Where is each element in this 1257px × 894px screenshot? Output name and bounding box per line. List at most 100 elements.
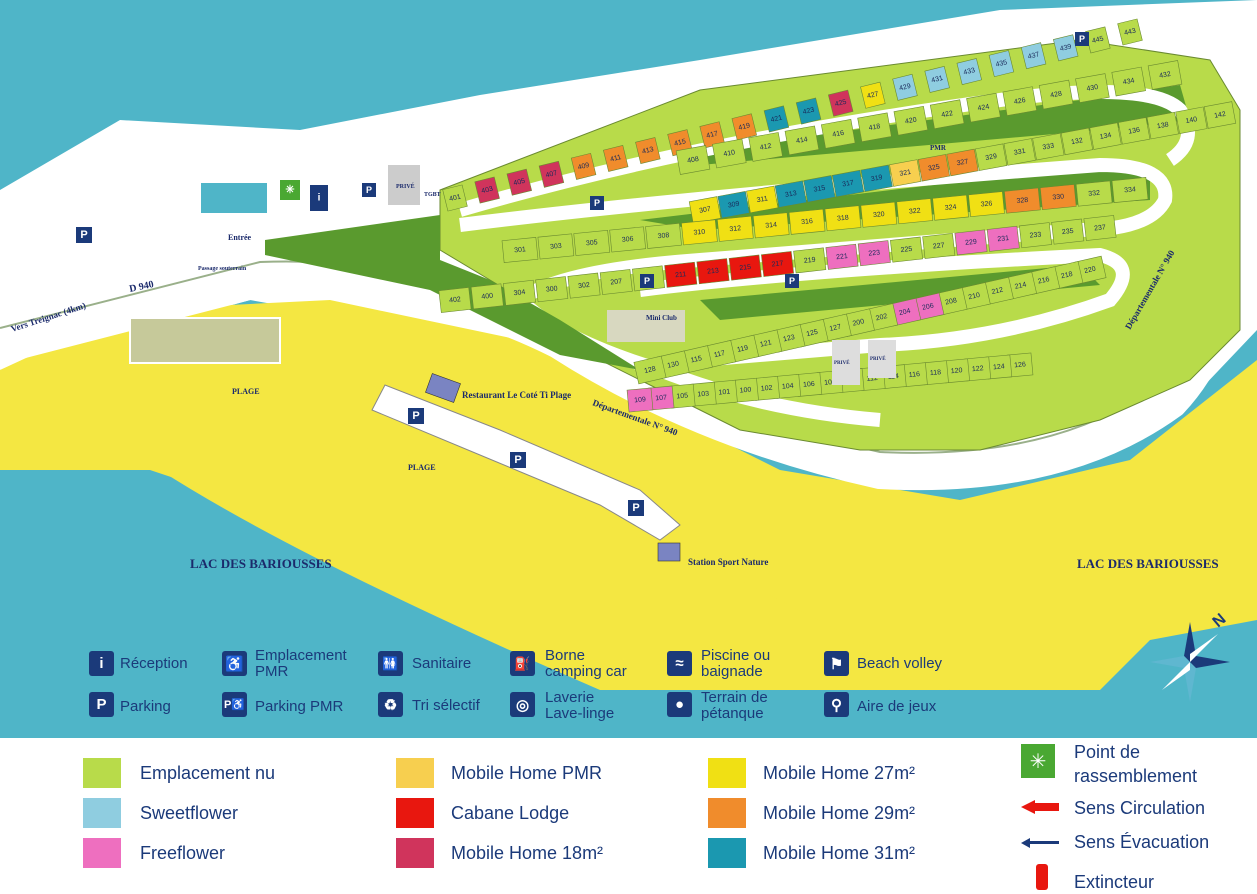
plot-cell <box>1003 138 1036 166</box>
plot-cell <box>793 247 827 274</box>
camping-car-icon: ⛽ <box>510 651 535 676</box>
plot-cell <box>664 261 698 288</box>
legend-petanque: Terrain de pétanque <box>701 689 768 722</box>
plot-cell <box>860 201 898 228</box>
plot-number: 124 <box>993 363 1005 371</box>
plot-229: 229 <box>954 229 988 256</box>
entrance-label: Entrée <box>228 233 252 242</box>
legend-beach-volley: Beach volley <box>857 655 943 672</box>
plot-413: 413 <box>635 137 661 165</box>
plot-cell <box>1083 215 1117 241</box>
plot-cell <box>635 137 661 165</box>
legend-piscine: Piscine ou baignade <box>701 647 771 680</box>
plot-number: 417 <box>706 130 719 140</box>
svg-text:P: P <box>1079 34 1085 44</box>
plot-number: 325 <box>928 164 941 173</box>
plot-cell <box>974 143 1008 171</box>
plot-number: 334 <box>1124 186 1136 194</box>
plot-number: 118 <box>930 369 942 377</box>
plot-number: 328 <box>1016 197 1028 205</box>
plot-number: 320 <box>873 211 885 219</box>
plot-cell <box>896 198 934 225</box>
plot-314: 314 <box>752 212 790 239</box>
plot-425: 425 <box>828 89 854 117</box>
plot-136: 136 <box>1118 117 1151 145</box>
plot-332: 332 <box>1075 180 1113 207</box>
plot-number: 424 <box>977 104 990 113</box>
underpass-label: Passage souterrain <box>198 266 247 272</box>
plot-cell <box>717 191 750 219</box>
plot-number: 206 <box>921 302 934 311</box>
plot-cell <box>795 97 822 125</box>
plot-cell <box>820 119 856 149</box>
plot-221: 221 <box>825 243 859 270</box>
swatch-mobile-home-18 <box>396 838 434 868</box>
plot-number: 233 <box>1029 231 1041 239</box>
internal-road-3 <box>639 247 1130 367</box>
plot-123: 123 <box>772 324 806 353</box>
plot-cell <box>1075 73 1110 103</box>
plot-number: 400 <box>481 293 493 301</box>
plot-414: 414 <box>784 125 820 156</box>
plot-number: 410 <box>723 149 736 158</box>
plot-220: 220 <box>1073 255 1107 285</box>
plot-400: 400 <box>470 283 504 310</box>
plot-307: 307 <box>688 196 722 224</box>
swatch-sweetflower <box>83 798 121 828</box>
plot-422: 422 <box>929 99 965 130</box>
plot-435: 435 <box>988 50 1015 78</box>
plot-cell <box>645 222 682 249</box>
plot-402: 402 <box>438 287 472 313</box>
plot-428: 428 <box>1038 79 1074 110</box>
plot-number: 434 <box>1122 77 1135 86</box>
plot-number: 120 <box>951 367 963 375</box>
plot-cell <box>1020 42 1047 70</box>
lake-label-right: LAC DES BARIOUSSES <box>1077 556 1219 571</box>
plot-number: 313 <box>785 190 798 199</box>
plot-number: 220 <box>1084 266 1097 275</box>
plot-cell <box>1002 86 1038 116</box>
plot-303: 303 <box>537 233 575 260</box>
svg-text:P: P <box>594 198 600 208</box>
plot-number: 117 <box>713 350 726 359</box>
plot-number: 208 <box>945 297 958 306</box>
legend-mobile-home-29: Mobile Home 29m² <box>763 803 916 823</box>
plot-number: 202 <box>875 313 888 322</box>
plot-number: 134 <box>1099 132 1112 141</box>
plot-427: 427 <box>860 81 886 109</box>
plot-223: 223 <box>857 240 891 267</box>
plot-403: 403 <box>474 176 500 204</box>
beach-label: PLAGE <box>232 387 260 396</box>
hedge-2 <box>640 165 1150 230</box>
plot-cell <box>860 81 886 109</box>
plot-number: 214 <box>1014 281 1027 290</box>
plot-number: 402 <box>449 296 461 304</box>
plot-412: 412 <box>748 132 783 162</box>
plot-cell <box>893 105 929 136</box>
plot-cell <box>506 168 532 196</box>
plot-number: 412 <box>759 143 772 152</box>
plot-437: 437 <box>1020 42 1047 70</box>
plot-number: 408 <box>687 156 700 165</box>
legend-mobile-home-31: Mobile Home 31m² <box>763 843 916 863</box>
plot-cell <box>1147 60 1183 90</box>
plot-304: 304 <box>503 279 536 306</box>
plot-number: 109 <box>634 396 646 404</box>
plot-number: 101 <box>718 389 730 397</box>
plot-318: 318 <box>824 205 862 232</box>
plot-number: 125 <box>806 329 819 338</box>
legend-tri-selectif: Tri sélectif <box>412 697 480 714</box>
svg-text:P: P <box>632 502 639 514</box>
plot-cell <box>503 279 536 306</box>
plot-cell <box>570 152 597 180</box>
plot-308: 308 <box>645 222 682 249</box>
plot-312: 312 <box>716 215 754 242</box>
plot-305: 305 <box>573 230 611 256</box>
plot-420: 420 <box>893 105 929 136</box>
plot-number: 123 <box>783 334 796 343</box>
legend-mobile-home-18: Mobile Home 18m² <box>451 843 604 863</box>
plot-cell <box>675 145 711 175</box>
plot-number: 128 <box>644 366 657 375</box>
plot-cell <box>824 205 862 232</box>
svg-text:P: P <box>366 185 372 195</box>
